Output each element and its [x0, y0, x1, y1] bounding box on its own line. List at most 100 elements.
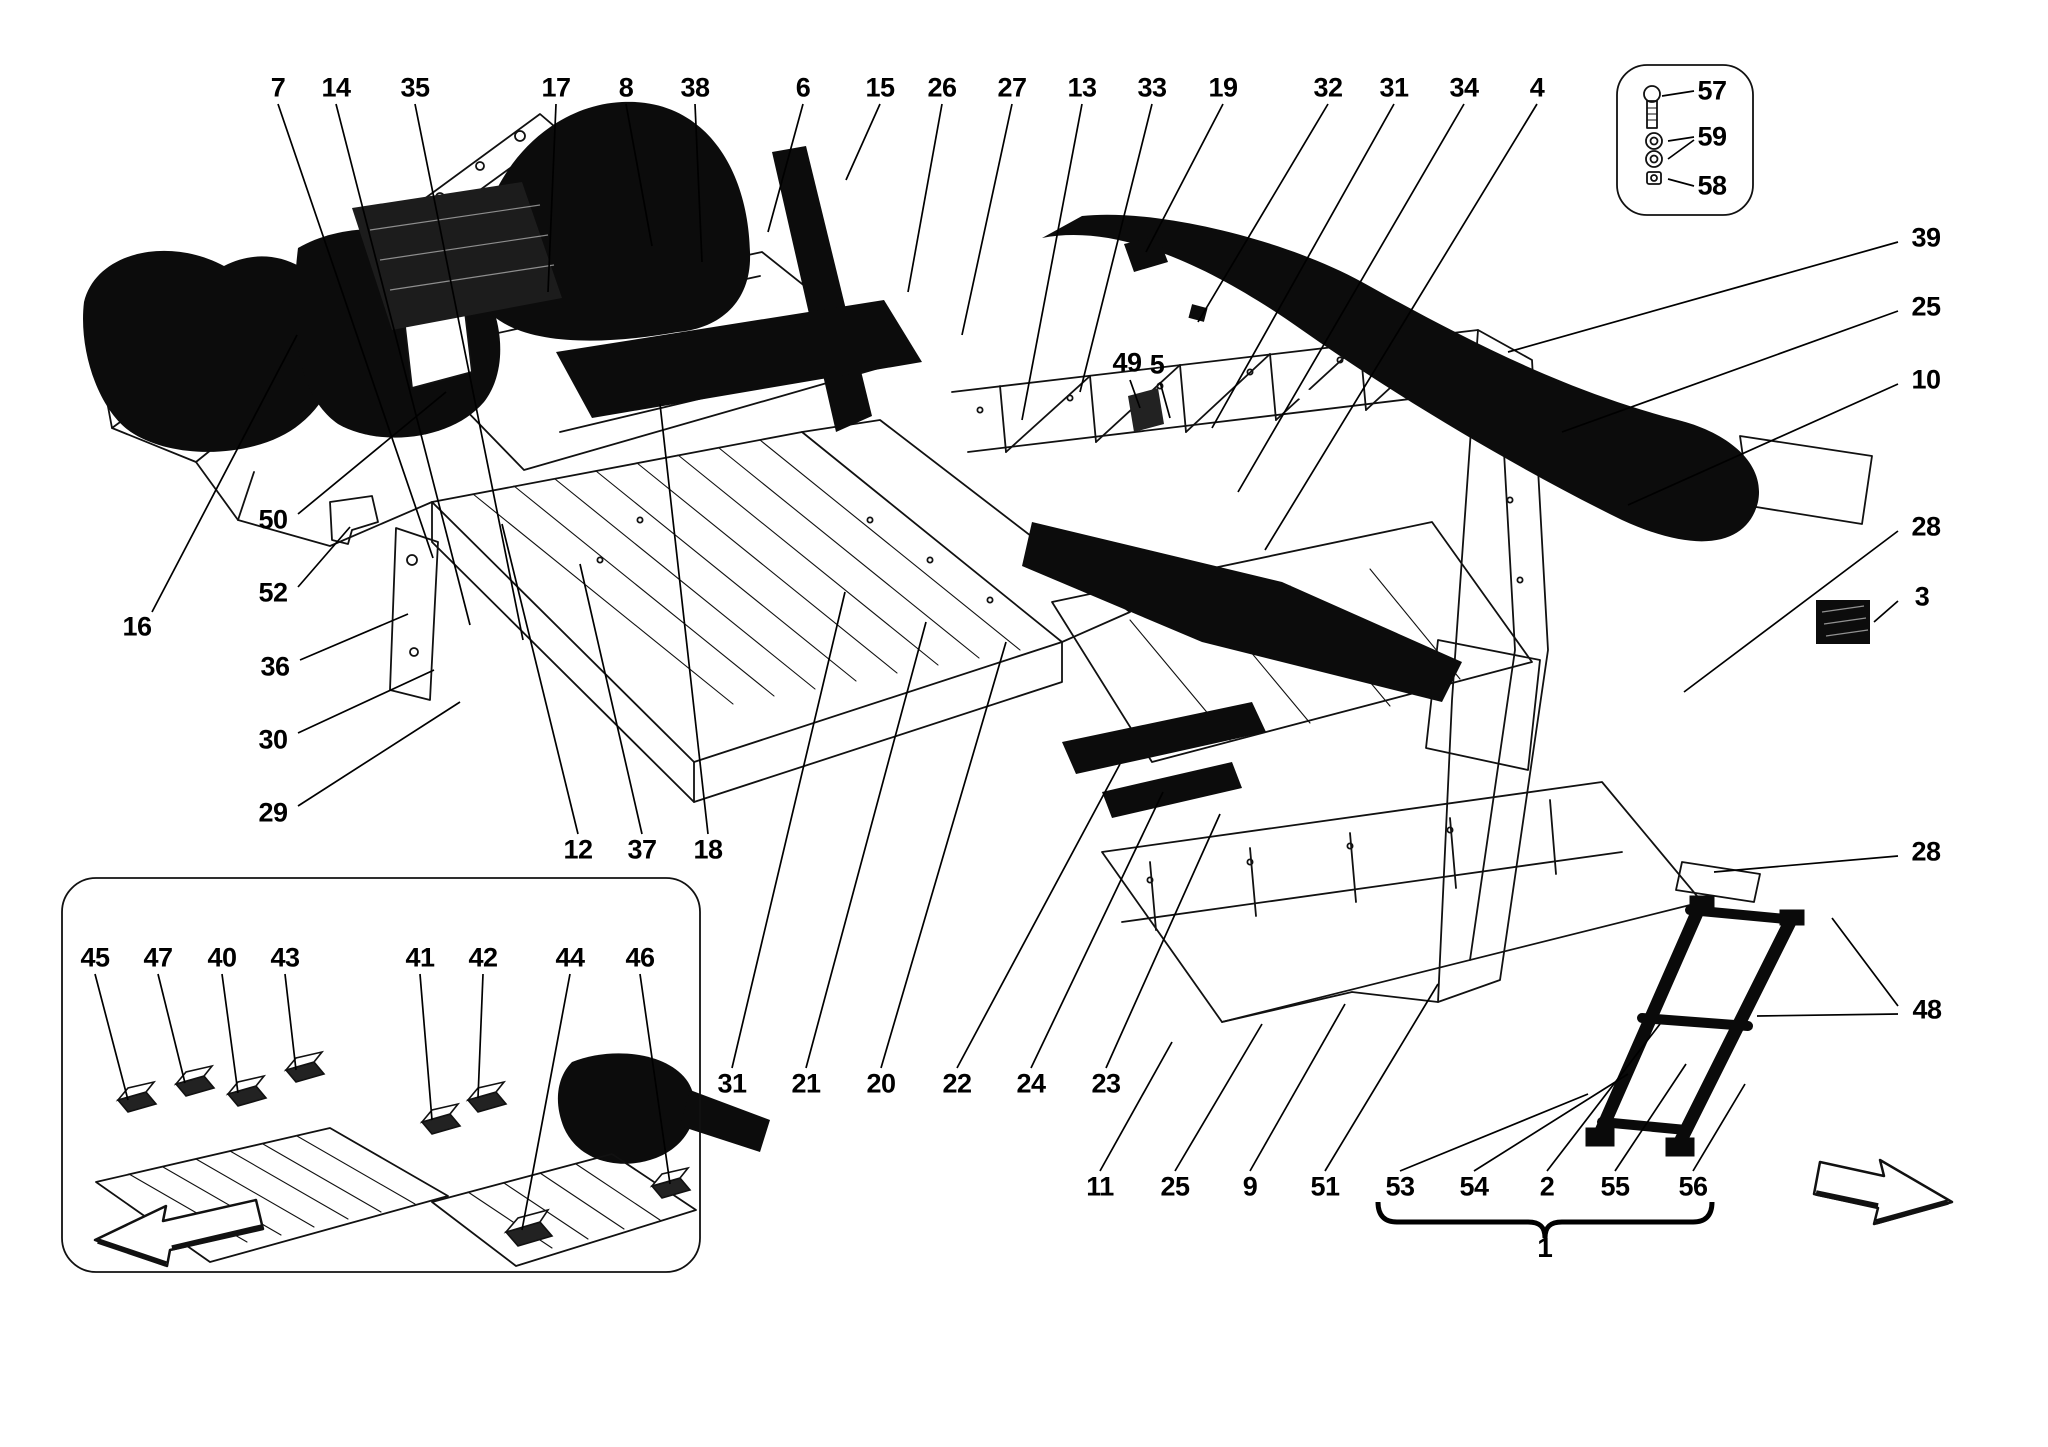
leader-line-9: [1249, 1003, 1346, 1172]
leader-line-30: [297, 669, 435, 734]
leader-line-44: [521, 973, 571, 1231]
leader-line-28: [1683, 530, 1899, 693]
leader-line-54: [1473, 1073, 1629, 1172]
leader-line-41: [419, 973, 433, 1121]
leader-line-55: [1614, 1063, 1687, 1172]
leader-line-13: [1021, 103, 1083, 421]
leader-line-31: [1211, 103, 1395, 429]
leader-line-39: [1507, 241, 1899, 353]
leader-line-52: [297, 526, 351, 588]
wedge-part-49: [1128, 388, 1164, 432]
leader-line-57: [1661, 90, 1695, 97]
hardware-legend-box: [1616, 64, 1754, 216]
leader-line-2: [1546, 1023, 1661, 1172]
leader-line-58: [1667, 178, 1695, 187]
tunnel-brace-b: [1102, 762, 1242, 818]
leader-line-24: [1030, 791, 1164, 1069]
leader-line-20: [880, 641, 1007, 1069]
washer-icon: [1645, 132, 1663, 150]
leader-line-40: [221, 973, 239, 1094]
leader-line-25: [1561, 310, 1899, 433]
assembly-number-label: 1: [1537, 1232, 1553, 1263]
leader-line-33: [1079, 103, 1153, 393]
bracket: [649, 1166, 692, 1199]
panel-fixing-brackets: [115, 1050, 692, 1247]
leader-line-3: [1873, 600, 1899, 623]
leader-line-45: [94, 973, 129, 1101]
leader-line-31: [731, 591, 846, 1069]
leader-line-5: [1159, 381, 1171, 419]
rear-cowl-panel: [1042, 214, 1760, 542]
leader-line-15: [845, 103, 881, 181]
floor-panel-rear: [431, 1153, 697, 1267]
leader-line-25: [1174, 1023, 1263, 1172]
leader-line-59: [1667, 139, 1695, 160]
rear-support-frame-part-1: [1585, 895, 1805, 1157]
leader-line-14: [335, 103, 471, 626]
small-brackets: [329, 495, 439, 701]
leader-line-29: [297, 701, 461, 807]
leader-line-51: [1324, 983, 1439, 1172]
bracket-part-52: [329, 495, 379, 545]
leader-line-56: [1692, 1083, 1746, 1172]
bolt-icon: [1643, 85, 1661, 103]
assembly-brace: [1375, 1201, 1715, 1239]
leader-line-36: [299, 613, 409, 661]
mid-brace-band: [1022, 522, 1462, 702]
leader-line-47: [157, 973, 186, 1084]
bracket: [419, 1102, 462, 1135]
leader-line-50: [297, 391, 447, 515]
clip-part-32: [1188, 304, 1208, 322]
leader-line-7: [277, 103, 434, 559]
front-left-wheelarch-liner: [83, 250, 341, 452]
leader-line-18: [659, 403, 709, 835]
leader-line-32: [1197, 103, 1329, 323]
nut-icon: [1646, 171, 1662, 185]
leader-line-27: [961, 103, 1013, 336]
bracket: [225, 1074, 268, 1107]
leader-line-35: [414, 103, 524, 641]
black-shaded-panels: [83, 101, 1870, 1164]
leader-lines: [94, 90, 1899, 1231]
leader-line-6: [767, 103, 804, 233]
underbody-cover: [557, 1053, 695, 1164]
sill-band: [556, 300, 922, 418]
leader-line-34: [1237, 103, 1465, 493]
leader-line-37: [579, 563, 643, 835]
a-pillar-trim: [772, 146, 872, 432]
leader-line-4: [1264, 103, 1538, 551]
leader-line-21: [805, 621, 927, 1069]
inset-panel-box: [61, 877, 701, 1273]
ecu-bracket-part-3: [1816, 600, 1870, 644]
bracket: [283, 1050, 326, 1083]
leader-line-38: [694, 103, 703, 263]
leader-line-48: [1831, 917, 1899, 1007]
cowl-grille-part-19: [1124, 236, 1168, 272]
leader-line-12: [501, 523, 579, 835]
leader-line-48: [1756, 1013, 1899, 1017]
block-arrow-right-icon: [1812, 1158, 1954, 1226]
leader-line-46: [639, 973, 671, 1185]
leader-line-10: [1627, 383, 1899, 506]
leader-line-17: [547, 103, 557, 293]
leader-line-28: [1713, 855, 1899, 873]
leader-line-42: [477, 973, 484, 1099]
leader-line-23: [1105, 813, 1221, 1069]
leader-line-53: [1399, 1093, 1589, 1172]
washer-icon: [1645, 150, 1663, 168]
leader-line-16: [151, 334, 298, 613]
bracket: [465, 1080, 508, 1113]
leader-line-43: [284, 973, 297, 1071]
leader-line-49: [1129, 379, 1141, 409]
stay-bar-part-36: [389, 527, 439, 701]
leader-line-26: [907, 103, 943, 293]
leader-line-8: [625, 103, 653, 247]
tunnel-brace-a: [1062, 702, 1266, 774]
leader-line-22: [956, 763, 1121, 1069]
leader-line-11: [1099, 1041, 1173, 1172]
block-arrow-left-icon: [93, 1198, 265, 1268]
hood-hinge-panel: [352, 182, 562, 330]
leader-line-59: [1667, 136, 1695, 142]
